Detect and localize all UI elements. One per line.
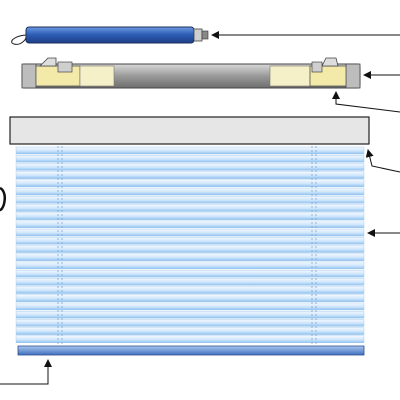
slat	[15, 171, 365, 179]
motor-cable	[11, 34, 27, 45]
slat	[15, 196, 365, 204]
pointer-line-bottom-rail	[0, 359, 52, 385]
slat	[15, 278, 365, 286]
pelmet-cover	[9, 116, 370, 145]
slat	[15, 228, 365, 237]
motor-body	[25, 26, 195, 44]
slat	[15, 302, 365, 311]
slat	[15, 286, 365, 294]
slat	[15, 220, 365, 229]
pointer-line-pelmet	[365, 149, 400, 173]
slat	[15, 327, 365, 335]
slat	[15, 204, 365, 212]
slat	[15, 310, 365, 319]
head-rail-right-end	[345, 63, 361, 89]
slat	[15, 245, 365, 253]
bottom-rail	[17, 345, 365, 356]
slat	[15, 187, 365, 196]
slat	[15, 261, 365, 270]
slat	[15, 319, 365, 327]
slat	[15, 212, 365, 220]
slat	[15, 269, 365, 278]
slat	[15, 179, 365, 188]
slat	[15, 335, 365, 344]
head-rail-left-end	[21, 63, 37, 89]
tubular-motor	[11, 26, 209, 45]
head-rail-mechanism	[21, 57, 361, 89]
slat	[15, 146, 365, 155]
pointer-line-tilt-bracket	[332, 91, 400, 113]
left-edge-fragment	[0, 186, 7, 212]
slat	[15, 155, 365, 163]
right-tilt-bracket	[269, 57, 347, 87]
ladder-cords	[57, 146, 317, 344]
slat	[15, 163, 365, 171]
left-tilt-bracket	[35, 57, 115, 87]
motor-drive-tip	[201, 30, 209, 40]
motor-end-cap	[193, 28, 203, 42]
slat	[15, 294, 365, 302]
slat	[15, 253, 365, 261]
slat	[15, 237, 365, 245]
slats	[15, 146, 365, 344]
